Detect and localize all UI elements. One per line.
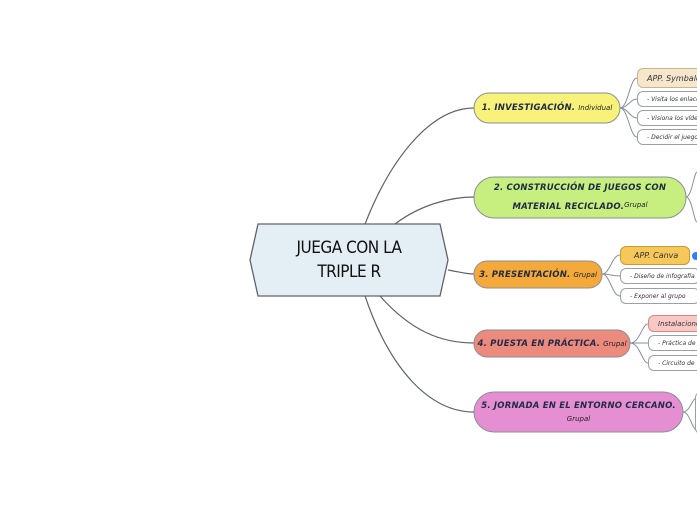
branch-construccion[interactable]: 2. CONSTRUCCIÓN DE JUEGOS CON MATERIAL R… <box>474 177 686 218</box>
branch-presentacion[interactable]: 3. PRESENTACIÓN. Grupal <box>474 261 602 288</box>
branch-jornada[interactable]: 5. JORNADA EN EL ENTORNO CERCANO. Grupal <box>474 392 683 432</box>
branch-3-shape <box>473 260 603 289</box>
branch-1-shape <box>473 92 621 124</box>
info-icon <box>691 251 697 261</box>
branch-5-shape <box>473 391 684 433</box>
branch-construccion-tag: Grupal <box>624 200 648 209</box>
branch-presentacion-tag: Grupal <box>573 270 597 279</box>
central-topic[interactable]: JUEGA CON LA TRIPLE R <box>250 224 448 296</box>
branch-investigacion-label: 1. INVESTIGACIÓN. <box>481 103 576 113</box>
branch-investigacion[interactable]: 1. INVESTIGACIÓN. Individual <box>474 93 620 123</box>
branch-construccion-label-2: MATERIAL RECICLADO. <box>512 201 625 212</box>
branch-connectors <box>364 107 475 413</box>
branch-2-shape <box>473 176 687 219</box>
central-node-shape <box>249 223 449 297</box>
subtopic-diseno-infografia[interactable]: - Diseño de infografía <box>620 268 697 284</box>
branch-4-shape <box>473 329 631 358</box>
branch-practica-label: 4. PUESTA EN PRÁCTICA. <box>477 338 601 349</box>
subtopic-visiona-videos[interactable]: - Visiona los vídeos <box>637 110 697 126</box>
branch-practica-tag: Grupal <box>603 339 627 348</box>
central-topic-line-2: TRIPLE R <box>317 262 381 282</box>
subtopic-practica-de[interactable]: - Práctica de <box>648 335 697 351</box>
subtopic-visita-enlaces[interactable]: - Visita los enlaces <box>637 91 697 107</box>
branch-investigacion-tag: Individual <box>578 104 613 112</box>
central-topic-line-1: JUEGA CON LA <box>296 238 402 258</box>
subtopic-app-canva[interactable]: APP. Canva <box>620 246 690 265</box>
branch-jornada-tag: Grupal <box>566 415 591 423</box>
branch-jornada-label: 5. JORNADA EN EL ENTORNO CERCANO. <box>481 401 676 411</box>
subtopic-decidir-juego[interactable]: - Decidir el juego a <box>637 129 697 145</box>
branch-puesta-en-practica[interactable]: 4. PUESTA EN PRÁCTICA. Grupal <box>474 330 630 357</box>
subtopic-circuito-de[interactable]: - Circuito de <box>648 355 697 371</box>
branch-presentacion-label: 3. PRESENTACIÓN. <box>479 269 571 280</box>
subtopic-exponer-grupo[interactable]: - Exponer al grupo <box>620 288 697 304</box>
subtopic-app-symbaloo[interactable]: APP. Symbaloo <box>637 68 697 88</box>
branch-construccion-label-1: 2. CONSTRUCCIÓN DE JUEGOS CON <box>493 182 667 193</box>
subtopic-instalaciones[interactable]: Instalaciones <box>648 315 697 332</box>
